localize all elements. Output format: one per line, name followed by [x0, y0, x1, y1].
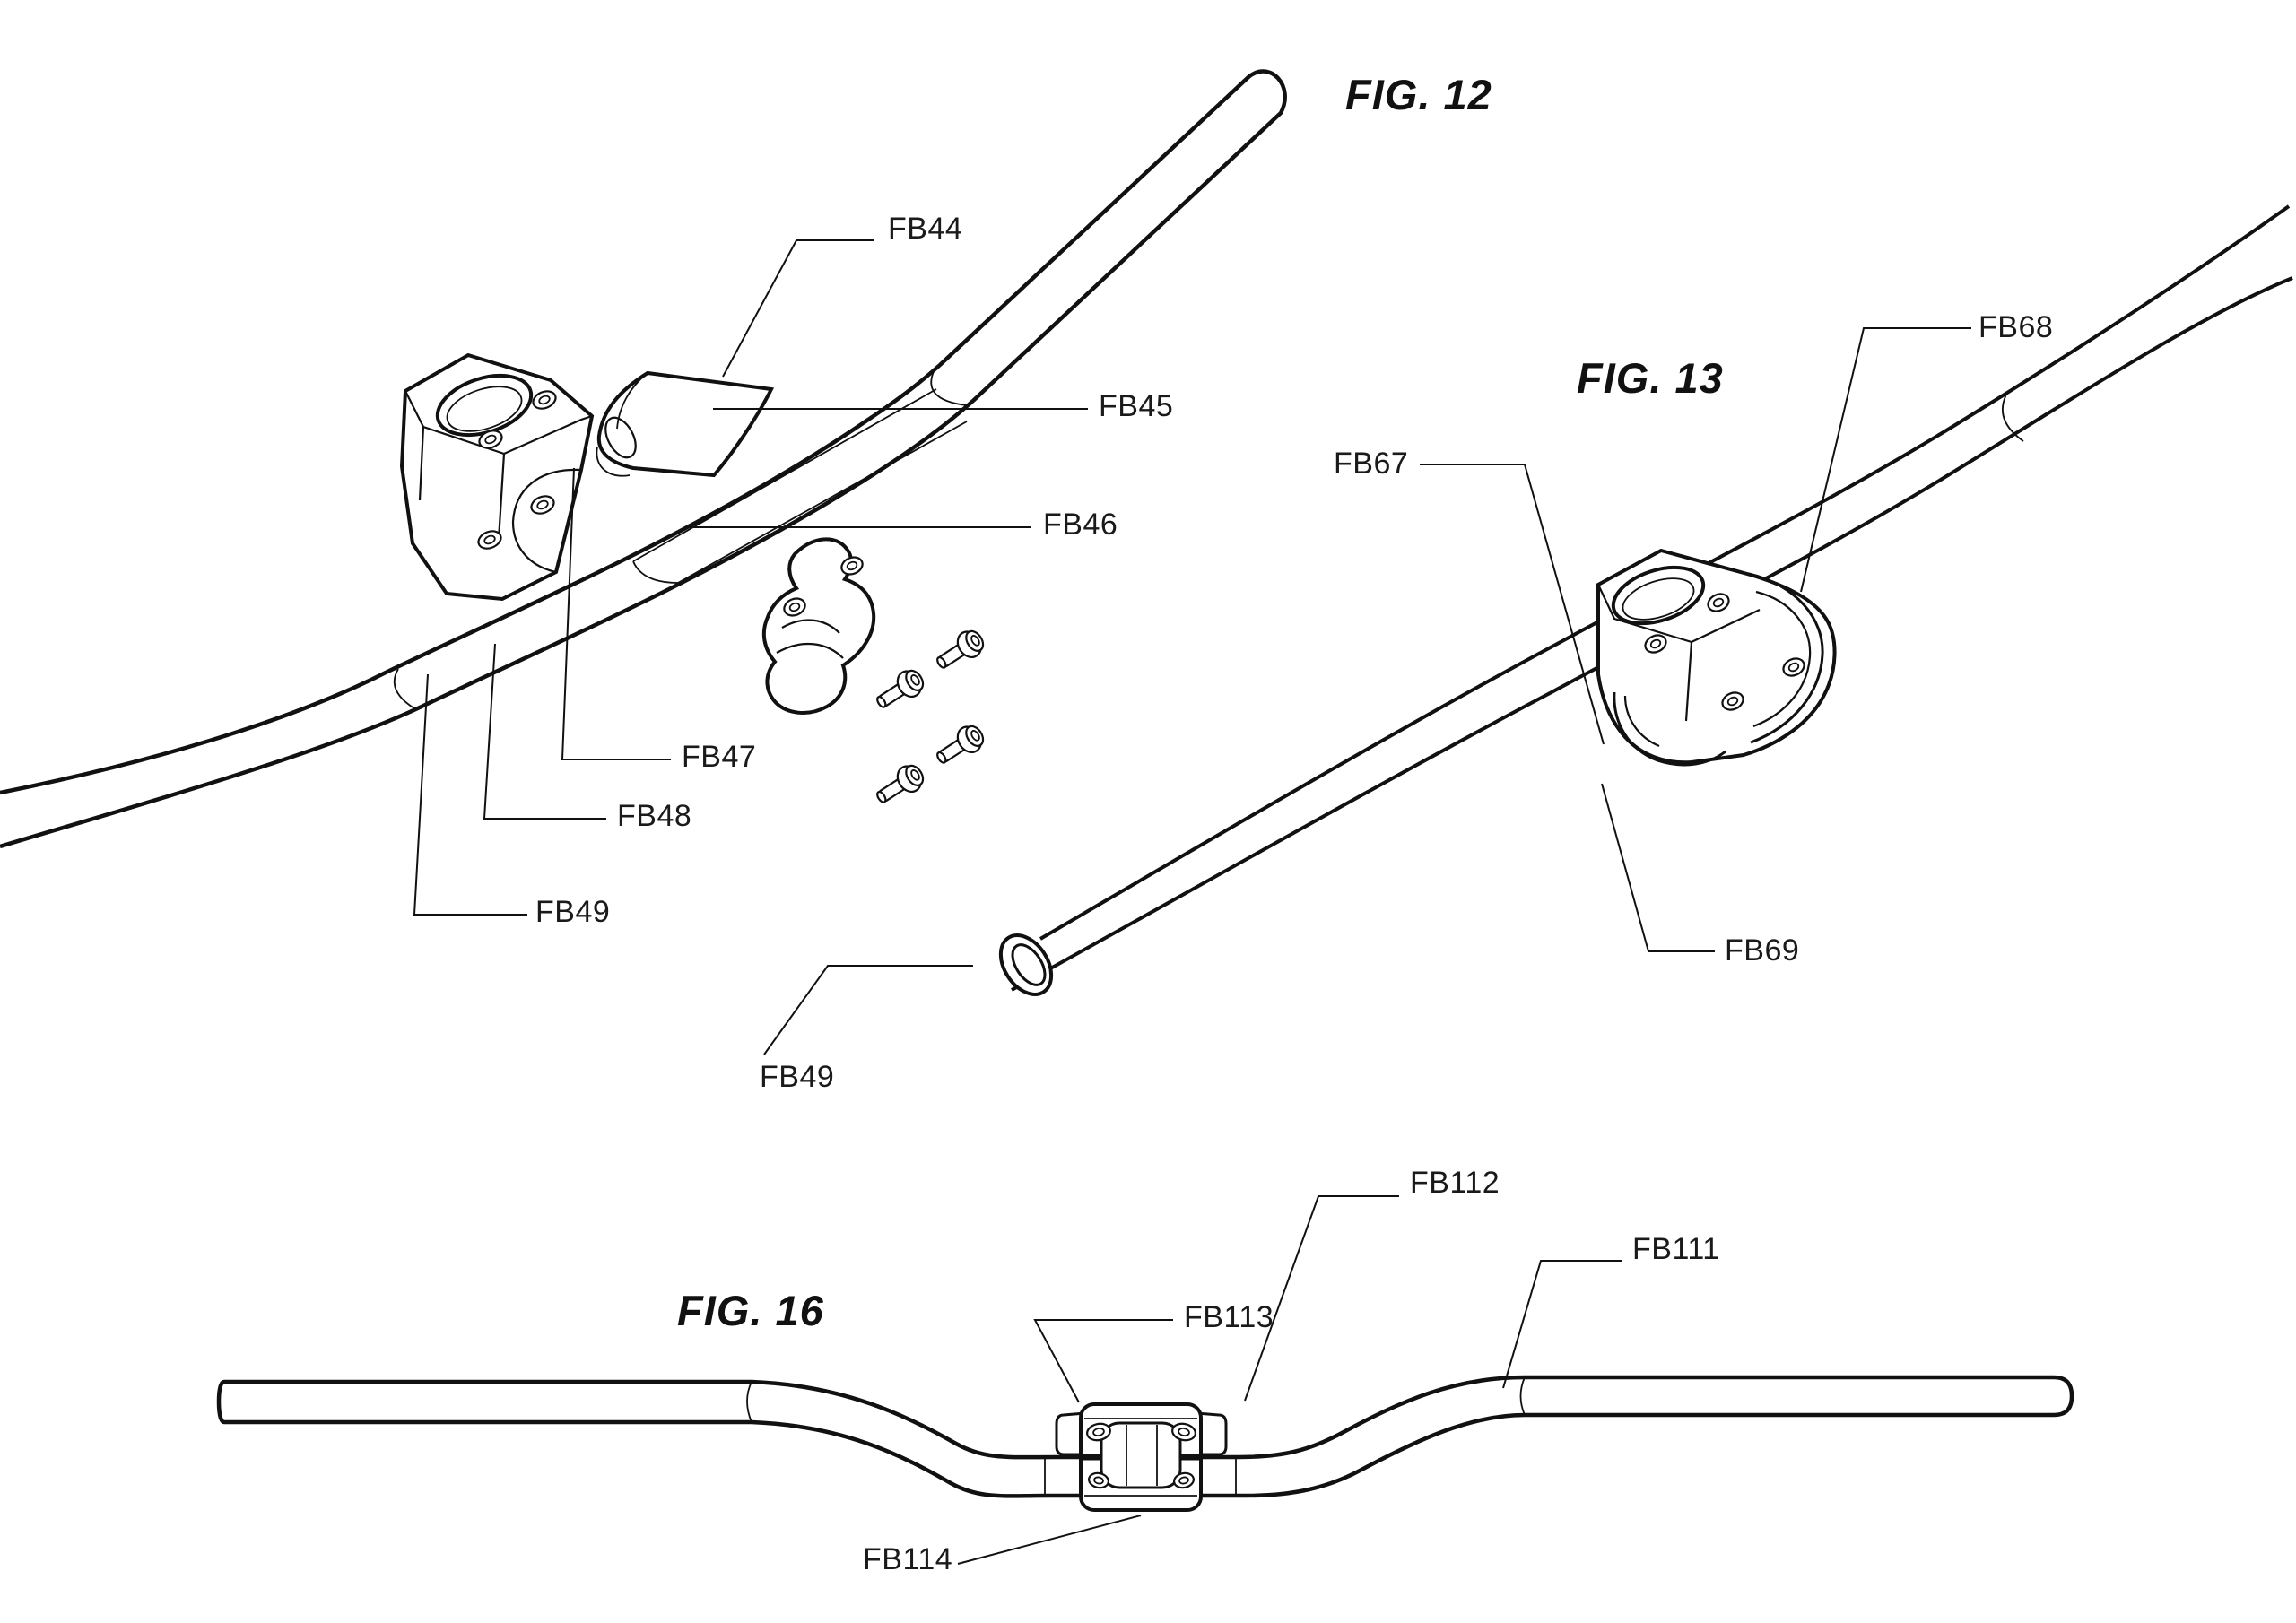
fig13-lower-saddle-wrap [1613, 691, 1726, 767]
fig13-group: FB67 FB68 FB69 FIG. 13 [998, 204, 2293, 996]
fig13-bar-open-end [998, 933, 1054, 996]
leader-line-fb114 [957, 1515, 1142, 1565]
fig16-grip-boundary-arc-left [746, 1381, 752, 1423]
part-label-fb45: FB45 [1099, 389, 1173, 423]
fig12-bar-clamp-flat [632, 388, 968, 584]
part-label-fb44: FB44 [888, 212, 962, 246]
fig12-stem-drawing [399, 352, 595, 602]
part-label-fb67: FB67 [1334, 447, 1408, 481]
part-label-fb49-end: FB49 [760, 1060, 834, 1094]
fig12-title: FIG. 12 [1345, 71, 1492, 118]
fig16-leader-lines [957, 1195, 1622, 1565]
leader-line-fb49-end [763, 965, 973, 1055]
bolt-icon [930, 719, 989, 772]
leader-line-fb47 [561, 467, 671, 760]
part-label-fb49: FB49 [535, 895, 610, 929]
fig13-faceplate-collar [1748, 572, 1824, 744]
fig16-clamp-drawing [1055, 1402, 1228, 1512]
fig16-handlebar-drawing [216, 1375, 2074, 1498]
leader-line-fb67 [1420, 464, 1605, 745]
part-label-fb68: FB68 [1979, 310, 2053, 344]
leader-line-fb48 [483, 643, 606, 820]
fig12-shim-drawing [596, 370, 775, 478]
fig13-title: FIG. 13 [1577, 354, 1724, 402]
part-label-fb112: FB112 [1410, 1166, 1500, 1200]
fig13-stem-steerer-bore [1611, 565, 1706, 626]
fig12-group: FB44 FB45 FB46 FB47 FB48 FB49 FB49 FIG. … [0, 69, 1492, 1094]
fig13-leader-lines [1420, 327, 1971, 952]
fig12-handlebar-drawing [0, 69, 1287, 849]
leader-line-fb113 [1033, 1319, 1173, 1403]
part-label-fb46: FB46 [1043, 508, 1118, 542]
fig16-grip-boundary-arc-right [1519, 1376, 1526, 1416]
fig12-stem-saddle-cutout [511, 468, 582, 574]
leader-line-fb44 [722, 239, 874, 378]
part-label-fb113: FB113 [1184, 1300, 1274, 1334]
fig12-stem-bolt-holes [477, 390, 557, 550]
fig12-grip-boundary-arc-left [393, 668, 415, 709]
fig13-clamp-bolt-heads [1644, 593, 1805, 711]
fig13-stem-clamp-drawing [1596, 548, 1837, 767]
leader-line-fb69 [1601, 783, 1715, 952]
leader-line-fb49 [413, 673, 527, 916]
leader-line-fb111 [1502, 1260, 1622, 1389]
leader-line-fb68 [1800, 327, 1971, 593]
bolt-icon [930, 624, 989, 677]
part-label-fb114: FB114 [863, 1542, 952, 1576]
fig16-group: FB112 FB111 FB113 FB114 FIG. 16 [216, 1166, 2074, 1576]
fig13-grip-boundary-arc [2001, 392, 2024, 442]
part-label-fb69: FB69 [1725, 933, 1799, 968]
fig16-clamp-bolt-heads [1086, 1422, 1196, 1489]
part-label-fb47: FB47 [682, 740, 756, 774]
leader-line-fb112 [1244, 1195, 1399, 1402]
fig12-lower-clamp-plate-drawing [761, 537, 876, 715]
fig12-grip-boundary-arc-upper [930, 369, 968, 406]
part-label-fb48: FB48 [617, 799, 691, 833]
fig16-title: FIG. 16 [677, 1287, 824, 1334]
fig12-bolts [870, 624, 989, 812]
bolt-icon [870, 759, 929, 812]
part-label-fb111: FB111 [1632, 1232, 1720, 1266]
fig12-leader-lines [413, 239, 1088, 1055]
bolt-icon [870, 664, 929, 716]
fig16-bar-section-lines [1044, 1459, 1237, 1494]
